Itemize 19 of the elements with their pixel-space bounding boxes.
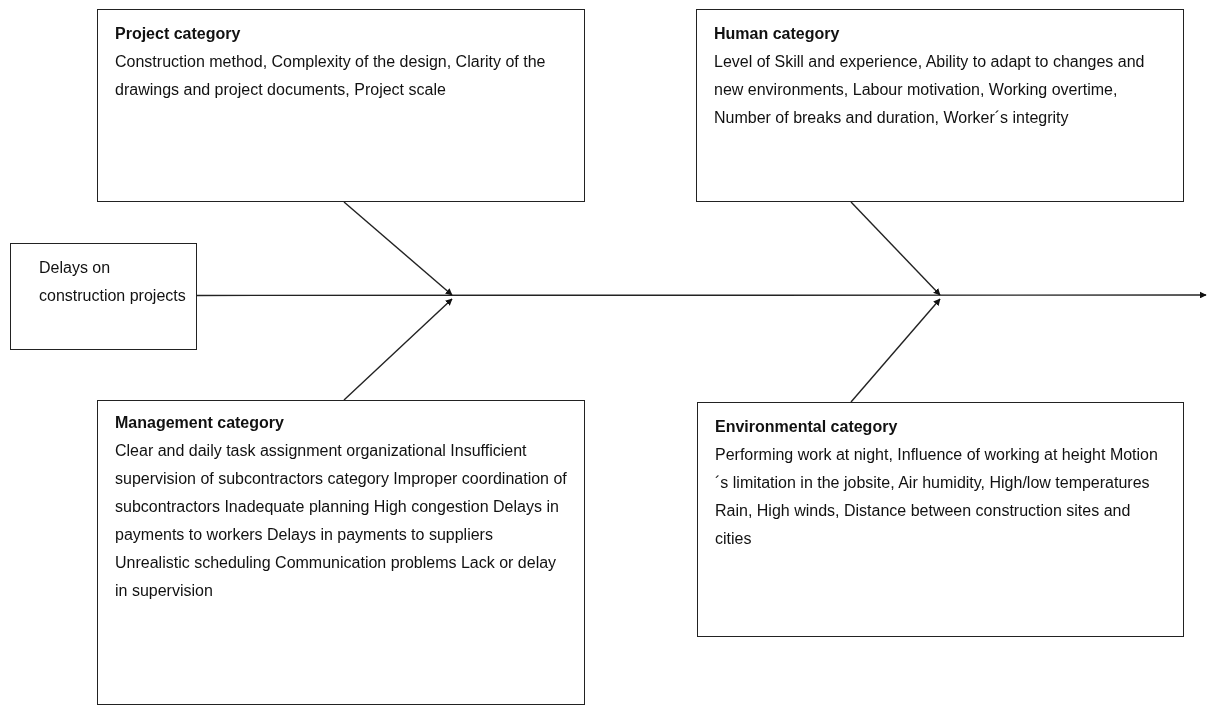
branch-arrow [850,201,941,296]
category-heading: Human category [714,24,841,44]
branch-arrow [850,298,941,403]
cause-list: Clear and daily task assignment organizational Insufficient supervision of subcontractors category Improper coordination of subcontractors Inadequate planning High congestion Delays in payments to workers Delays in payments to suppliers Unrealistic scheduling Communication problems Lack or delay in supervision [115,437,570,605]
category-box [97,400,585,705]
cause-list: Performing work at night, Influence of working at height Motion´s limitation in the jobsite, Air humidity, High/low temperatures Rain, High winds, Distance between construction sites and cities [715,441,1169,553]
branch-arrow [343,298,453,401]
cause-list: Level of Skill and experience, Ability to adapt to changes and new environments, Labour motivation, Working overtime, Number of breaks and duration, Worker´s integrity [714,48,1169,132]
branch-arrow [343,201,453,296]
category-heading: Project category [115,24,242,44]
spine-arrow [196,291,1207,299]
effect-label: Delays on construction projects [39,258,186,306]
category-box [697,402,1184,637]
effect-box [10,243,197,350]
category-box [97,9,585,202]
cause-list: Construction method, Complexity of the design, Clarity of the drawings and project documents, Project scale [115,48,570,104]
category-box [696,9,1184,202]
category-heading: Environmental category [715,417,899,437]
category-heading: Management category [115,413,285,433]
